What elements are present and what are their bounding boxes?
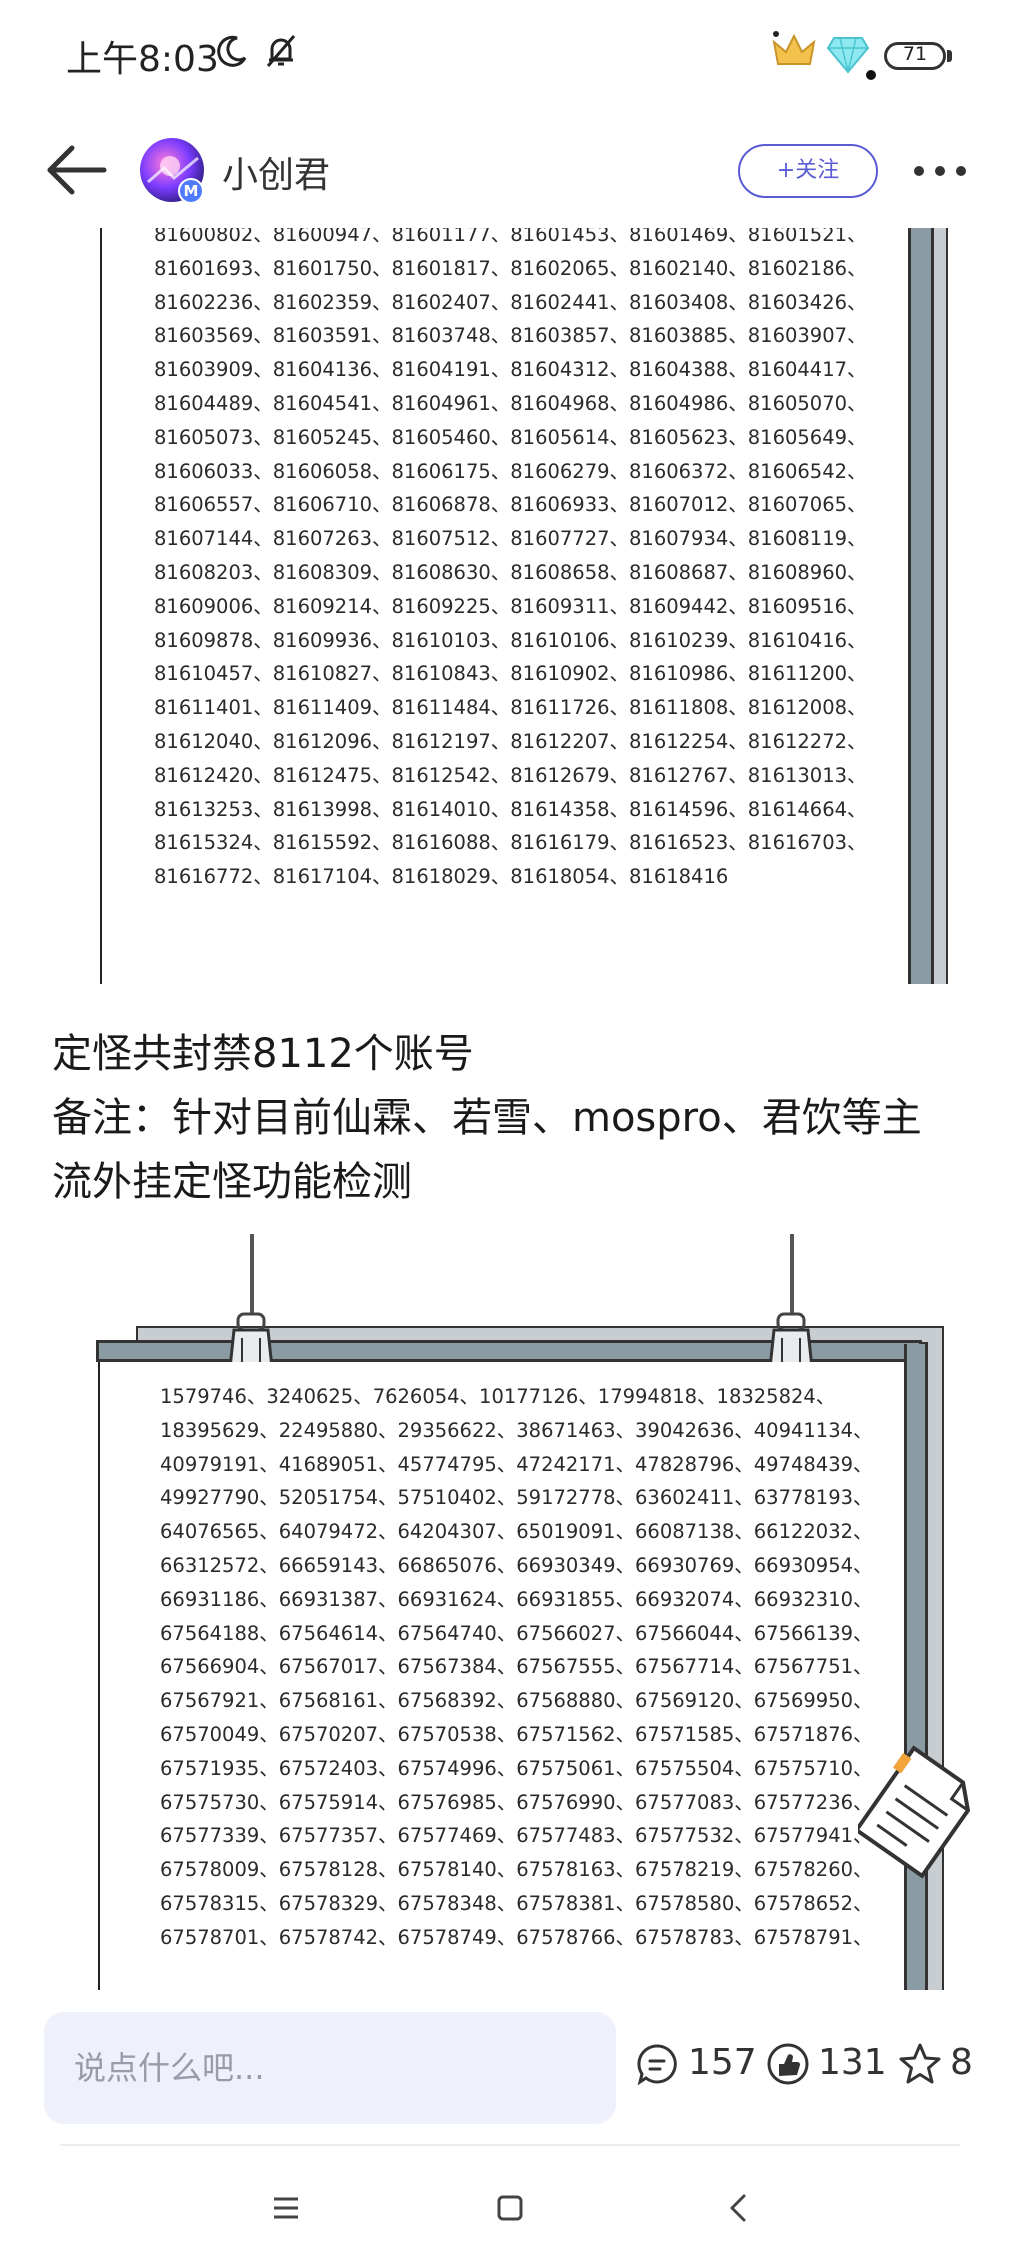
diamond-icon <box>826 37 870 74</box>
moon-icon <box>217 35 247 67</box>
id-list-line: 40979191、41689051、45774795、47242171、4782… <box>160 1452 873 1476</box>
notification-dot <box>866 70 876 80</box>
id-list-line: 81612040、81612096、81612197、81612207、8161… <box>154 730 867 753</box>
frame-rail-outer <box>928 1330 944 1990</box>
id-list-line: 81609878、81609936、81610103、81610106、8161… <box>154 628 867 652</box>
id-list-line: 81616772、81617104、81618029、81618054、8161… <box>154 865 729 889</box>
battery-tip <box>947 50 952 62</box>
status-time: 上午8:03 <box>66 39 219 80</box>
bell-muted-icon <box>266 35 296 67</box>
paper-sheet: 81600802、81600947、81601177、81601453、8160… <box>100 228 908 984</box>
id-list-line: 67564188、67564614、67564740、67566027、6756… <box>160 1621 873 1645</box>
id-list-line: 81613253、81613998、81614010、81614358、8161… <box>154 797 867 821</box>
id-list-line: 81604489、81604541、81604961、81604968、8160… <box>154 392 867 415</box>
id-list-line: 64076565、64079472、64204307、65019091、6608… <box>160 1520 873 1544</box>
action-bar: 说点什么吧... 157 131 8 <box>0 2000 1020 2140</box>
id-list-line: 81602236、81602359、81602407、81602441、8160… <box>154 290 867 314</box>
id-list-line: 1579746、3240625、7626054、10177126、1799481… <box>160 1385 836 1408</box>
article-line-1: 定怪共封禁8112个账号 <box>52 1031 474 1077</box>
document-icon <box>858 1745 971 1879</box>
more-options-icon[interactable] <box>910 152 970 188</box>
paper-sheet: 1579746、3240625、7626054、10177126、1799481… <box>98 1362 904 1990</box>
hanging-wire-right <box>790 1234 794 1314</box>
id-list-line: 81610457、81610827、81610843、81610902、8161… <box>154 662 867 686</box>
post-image-1[interactable]: 81600802、81600947、81601177、81601453、8160… <box>100 228 950 984</box>
id-list-line: 81605073、81605245、81605460、81605614、8160… <box>154 425 867 449</box>
menu-icon[interactable] <box>262 2184 310 2232</box>
frame-rail <box>908 228 934 984</box>
id-list-line: 49927790、52051754、57510402、59172778、6360… <box>160 1486 873 1510</box>
favorite-button[interactable]: 8 <box>898 2040 1008 2090</box>
id-list-line: 81611401、81611409、81611484、81611726、8161… <box>154 696 867 720</box>
id-list-line: 67571935、67572403、67574996、67575061、6757… <box>160 1756 873 1780</box>
post-header: M 小创君 +关注 <box>0 120 1020 220</box>
back-arrow-icon[interactable] <box>44 142 108 198</box>
comment-count: 157 <box>688 2042 757 2083</box>
id-list-line: 81615324、81615592、81616088、81616179、8161… <box>154 831 867 855</box>
id-list-line: 67566904、67567017、67567384、67567555、6756… <box>160 1655 873 1679</box>
comment-icon <box>637 2044 677 2086</box>
author-name[interactable]: 小创君 <box>222 155 331 196</box>
system-nav-bar <box>0 2150 1020 2267</box>
id-list-line: 67578701、67578742、67578749、67578766、6757… <box>160 1925 873 1949</box>
like-count: 131 <box>818 2042 887 2083</box>
article-line-2: 备注：针对目前仙霖、若雪、mospro、君饮等主 <box>52 1095 922 1141</box>
id-list-line: 81607144、81607263、81607512、81607727、8160… <box>154 527 867 551</box>
comment-input[interactable]: 说点什么吧... <box>44 2012 616 2124</box>
id-list-line: 81606557、81606710、81606878、81606933、8160… <box>154 493 867 517</box>
star-icon <box>899 2043 941 2084</box>
id-list-line: 66312572、66659143、66865076、66930349、6693… <box>160 1554 873 1577</box>
article-body: 定怪共封禁8112个账号 备注：针对目前仙霖、若雪、mospro、君饮等主 流外… <box>52 1022 972 1214</box>
id-list-line: 81608203、81608309、81608630、81608658、8160… <box>154 561 867 584</box>
frame-rail <box>904 1344 928 1990</box>
id-list-line: 81609006、81609214、81609225、81609311、8160… <box>154 594 867 618</box>
divider <box>60 2144 960 2146</box>
binder-clip-icon <box>768 1312 814 1370</box>
id-list-line: 67578009、67578128、67578140、67578163、6757… <box>160 1858 873 1882</box>
post-image-2[interactable]: 1579746、3240625、7626054、10177126、1799481… <box>96 1234 976 1990</box>
id-list-line: 67570049、67570207、67570538、67571562、6757… <box>160 1723 873 1746</box>
id-list-line: 81603909、81604136、81604191、81604312、8160… <box>154 358 867 382</box>
id-list-line: 67578315、67578329、67578348、67578381、6757… <box>160 1892 873 1915</box>
id-list-line: 67577339、67577357、67577469、67577483、6757… <box>160 1824 873 1848</box>
status-bar: 上午8:03 71 <box>0 0 1020 110</box>
id-list-line: 81612420、81612475、81612542、81612679、8161… <box>154 763 867 787</box>
battery-level: 71 <box>902 43 928 65</box>
id-list-line: 81606033、81606058、81606175、81606279、8160… <box>154 459 867 483</box>
frame-top <box>96 1326 952 1362</box>
home-square-icon[interactable] <box>486 2184 534 2232</box>
like-button[interactable]: 131 <box>766 2040 887 2090</box>
back-chevron-icon[interactable] <box>714 2184 762 2232</box>
id-list-line: 67567921、67568161、67568392、67568880、6756… <box>160 1689 873 1713</box>
article-line-3: 流外挂定怪功能检测 <box>52 1159 412 1205</box>
id-list-line: 81601693、81601750、81601817、81602065、8160… <box>154 256 867 280</box>
comment-button[interactable]: 157 <box>636 2040 757 2090</box>
hanging-wire-left <box>250 1234 254 1314</box>
favorite-count: 8 <box>950 2042 973 2083</box>
like-icon <box>767 2043 809 2085</box>
follow-button[interactable]: +关注 <box>738 144 878 198</box>
avatar-art-icon <box>147 156 199 184</box>
id-list-line: 66931186、66931387、66931624、66931855、6693… <box>160 1587 873 1611</box>
id-list-line: 81603569、81603591、81603748、81603857、8160… <box>154 324 867 348</box>
crown-icon <box>772 31 816 65</box>
battery-icon: 71 <box>884 42 946 70</box>
id-list-line: 67575730、67575914、67576985、67576990、6757… <box>160 1790 873 1814</box>
frame-rail-outer <box>934 228 948 984</box>
id-list-line: 81600802、81600947、81601177、81601453、8160… <box>154 228 867 246</box>
id-list-line: 18395629、22495880、29356622、38671463、3904… <box>160 1418 873 1442</box>
avatar-badge: M <box>178 178 204 204</box>
